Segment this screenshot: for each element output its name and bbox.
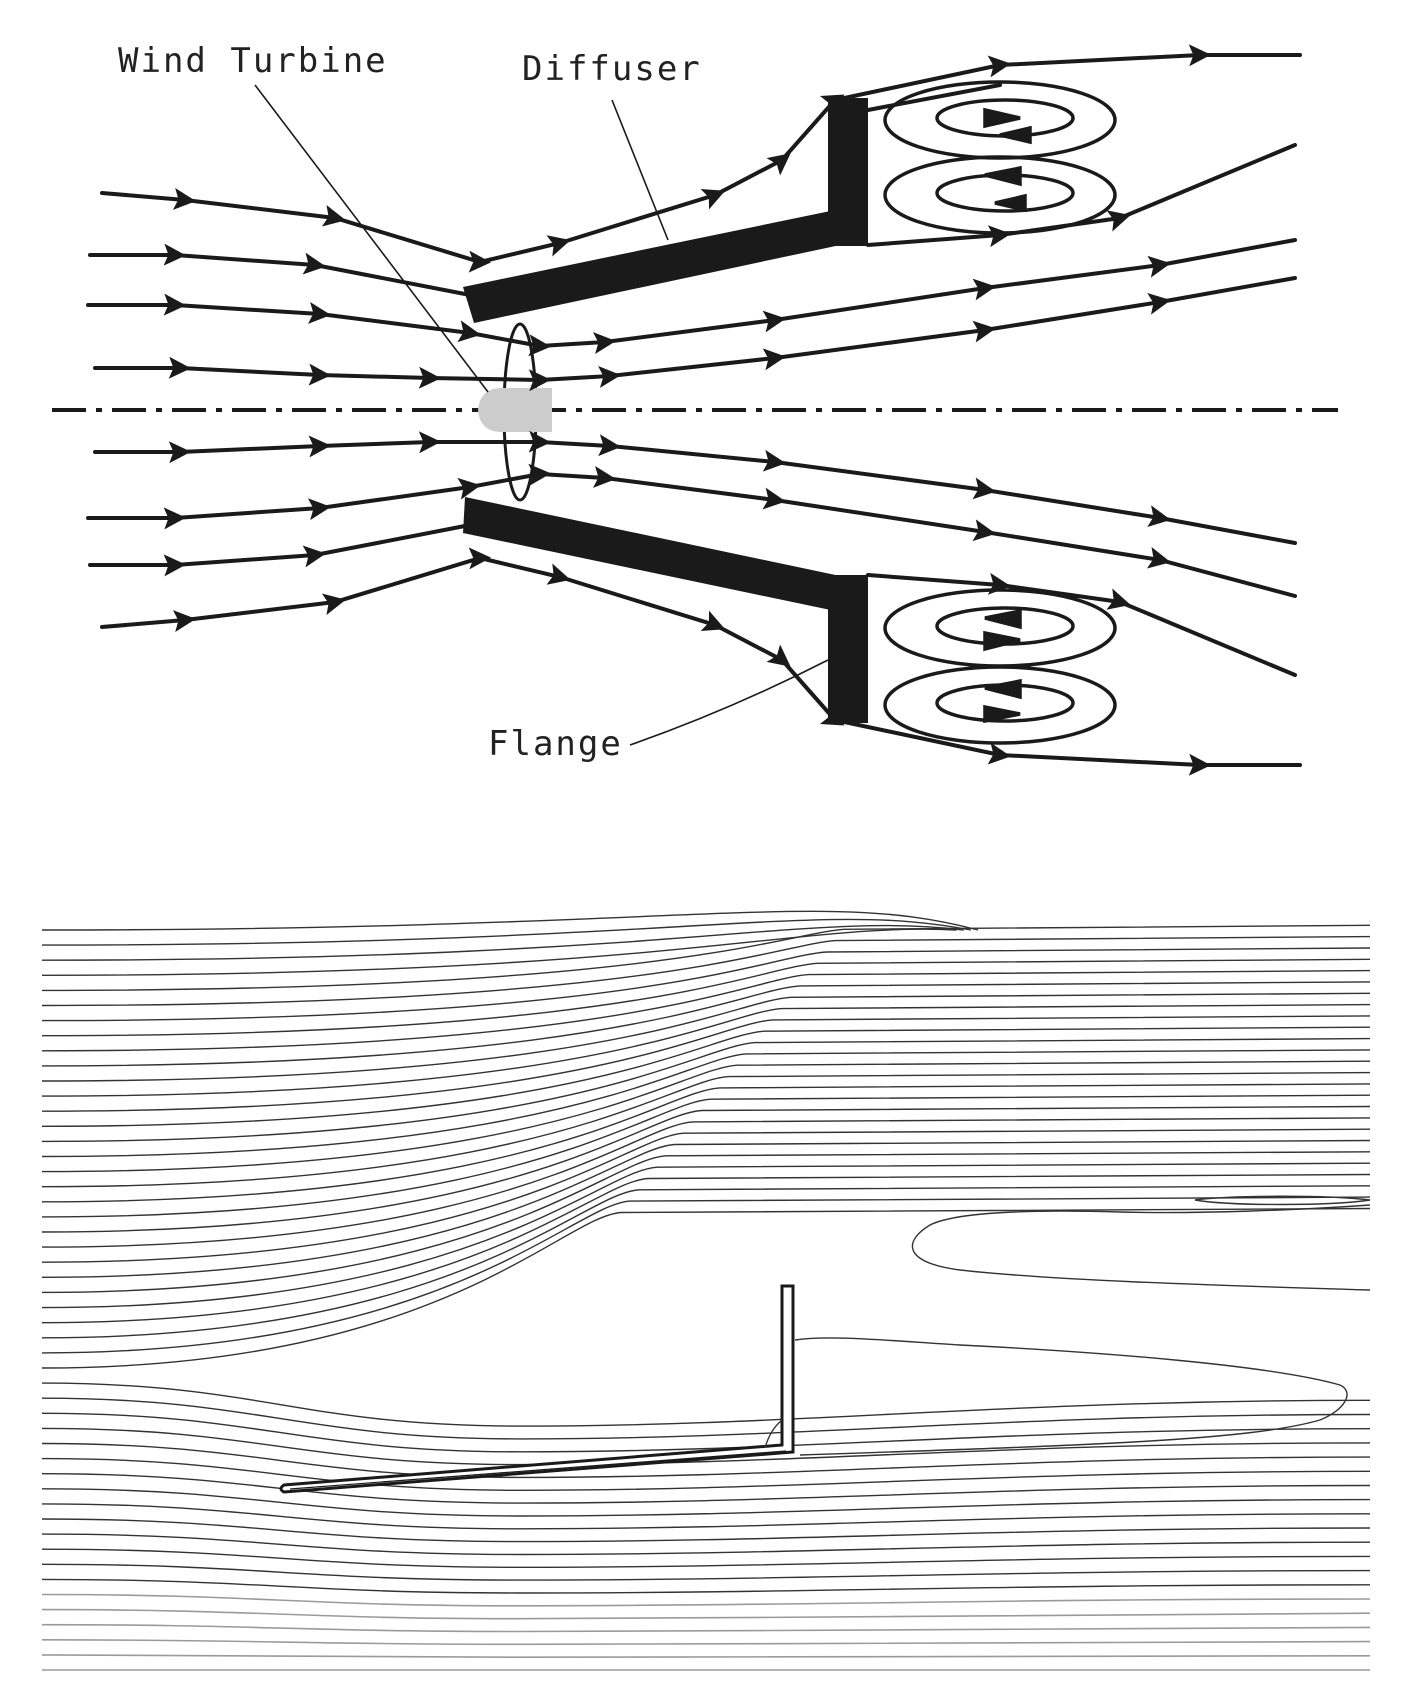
cfd-diffuser-wall xyxy=(279,1284,795,1494)
vortex-arrow xyxy=(984,165,1022,187)
cfd-streamline xyxy=(41,1026,1371,1127)
flange-lower xyxy=(828,575,868,723)
cfd-streamline xyxy=(41,1128,1371,1263)
cfd-streamline xyxy=(41,969,1371,1052)
cfd-streamline xyxy=(41,1207,1371,1369)
vortex-arrow xyxy=(999,125,1032,145)
streamline xyxy=(86,463,1297,598)
diffuser-label: Diffuser xyxy=(522,49,702,89)
cfd-streamline xyxy=(41,1623,1371,1633)
cfd-streamline-plot xyxy=(41,910,1371,1671)
cfd-streamline xyxy=(41,1003,1371,1097)
cfd-streamline xyxy=(41,947,1371,1022)
streamline xyxy=(866,83,1002,112)
cfd-streamline xyxy=(41,1083,1371,1203)
diffuser-leader xyxy=(611,99,669,241)
cfd-wall-inner xyxy=(289,1450,787,1490)
recirculation-contour xyxy=(1194,1195,1371,1206)
turbine-hub xyxy=(478,388,552,432)
streamline xyxy=(88,523,472,577)
cfd-streamline xyxy=(41,958,1371,1037)
cfd-streamline xyxy=(41,1593,1371,1607)
cfd-streamline xyxy=(41,1503,1371,1530)
streamline xyxy=(866,143,1297,248)
vortex-arrow xyxy=(983,630,1021,652)
cfd-streamline xyxy=(41,1473,1371,1504)
cfd-streamline xyxy=(41,1094,1371,1218)
cfd-streamline xyxy=(41,981,1371,1067)
vortex-arrow xyxy=(984,678,1022,700)
wind-turbine-label: Wind Turbine xyxy=(118,41,388,81)
streamlines-upper xyxy=(86,44,1302,392)
cfd-streamline xyxy=(41,924,964,961)
wind-turbine-leader xyxy=(254,84,489,393)
cfd-streamline xyxy=(41,1457,1371,1492)
cfd-corner-eddy xyxy=(764,1419,783,1449)
cfd-streamline xyxy=(41,1060,1371,1173)
cfd-streamline xyxy=(41,1639,1371,1646)
cfd-streamline xyxy=(41,1117,1371,1248)
vortex-arrow xyxy=(994,193,1027,213)
vortex-arrow xyxy=(983,704,1021,724)
vortex-outer xyxy=(883,155,1117,235)
cfd-streamline xyxy=(41,1382,1371,1427)
cfd-streamline xyxy=(41,1397,1371,1440)
cfd-streamline xyxy=(41,918,972,946)
cfd-streamline xyxy=(41,1173,1371,1324)
recirculation-contour xyxy=(794,1337,1348,1456)
vortex-arrow xyxy=(984,608,1022,630)
vortex-arrow xyxy=(983,107,1021,129)
cfd-streamline xyxy=(41,1578,1371,1594)
cfd-streamline xyxy=(41,1563,1371,1581)
cfd-streamline xyxy=(41,1162,1371,1309)
streamline xyxy=(100,44,1302,273)
cfd-streamline xyxy=(41,1105,1371,1233)
cfd-streamline xyxy=(41,992,1371,1082)
cfd-streamline xyxy=(41,1654,1371,1659)
streamline xyxy=(93,276,1297,392)
cfd-streamline xyxy=(41,1442,1371,1479)
cfd-streamline xyxy=(41,1139,1371,1278)
cfd-streamline xyxy=(41,1185,1371,1339)
cfd-streamline xyxy=(41,924,1371,992)
cfd-streamline xyxy=(41,1608,1371,1620)
cfd-streamlines xyxy=(41,910,1371,1671)
cfd-streamline xyxy=(41,935,1371,1007)
vortex-outer xyxy=(883,588,1117,668)
cfd-streamline xyxy=(41,928,957,976)
schematic-diagram: Wind Turbine Diffuser Flange xyxy=(52,41,1338,776)
recirculation-contour xyxy=(911,1204,1371,1291)
cfd-streamline xyxy=(41,1037,1371,1143)
diffuser-upper-wall xyxy=(463,208,845,323)
diffuser-lower-wall xyxy=(463,497,845,613)
cfd-streamline xyxy=(41,1412,1371,1453)
streamline xyxy=(88,243,472,297)
cfd-streamline xyxy=(41,1015,1371,1112)
vortex-outer xyxy=(883,665,1117,745)
cfd-streamline xyxy=(41,1488,1371,1517)
cfd-streamline xyxy=(41,910,979,931)
cfd-streamline xyxy=(41,1533,1371,1556)
streamlines-lower xyxy=(86,430,1302,776)
flange-upper xyxy=(828,98,868,246)
cfd-streamline xyxy=(41,1151,1371,1294)
vortices-lower xyxy=(883,588,1117,745)
cfd-streamline xyxy=(41,1071,1371,1188)
streamline xyxy=(93,430,1297,545)
cfd-streamline xyxy=(41,1196,1371,1354)
cfd-streamline xyxy=(41,1548,1371,1569)
streamline xyxy=(866,572,1297,677)
cfd-streamline xyxy=(41,1049,1371,1158)
flange-label: Flange xyxy=(488,724,623,764)
cfd-streamline xyxy=(41,1518,1371,1543)
flange-leader xyxy=(629,659,829,746)
vortices-upper xyxy=(883,80,1117,235)
streamline xyxy=(100,547,1302,776)
